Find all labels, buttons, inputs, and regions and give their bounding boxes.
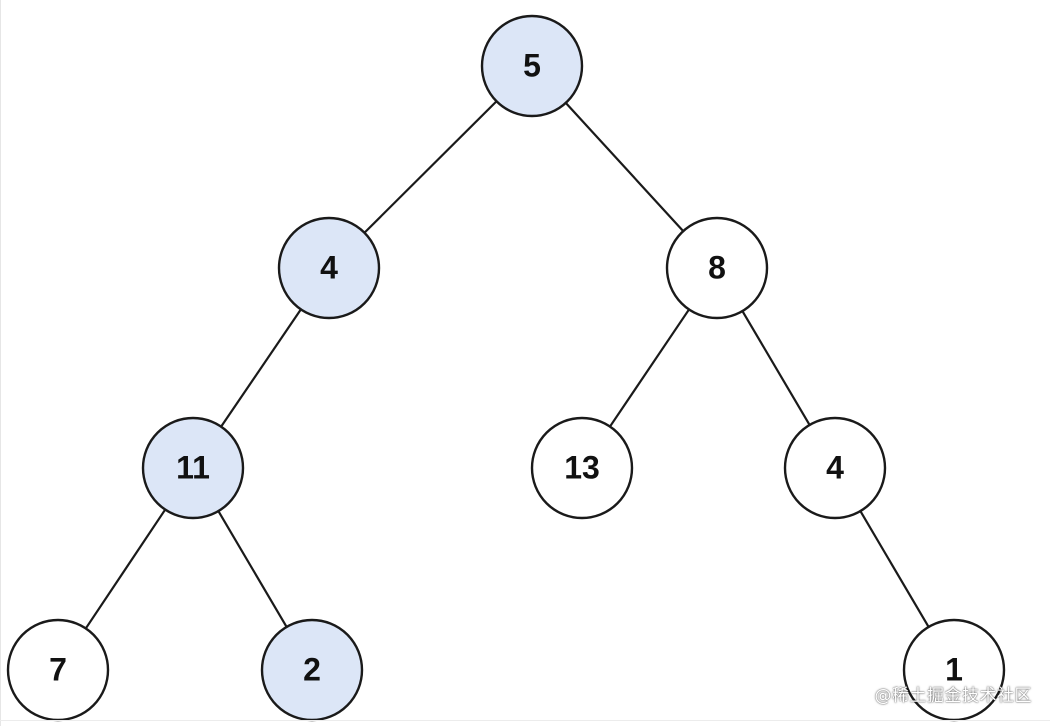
edge-n5-n4a	[363, 100, 498, 234]
tree-node-n8: 8	[665, 216, 769, 320]
node-circle	[783, 416, 887, 520]
node-label: 2	[303, 651, 321, 687]
node-label: 4	[320, 249, 338, 285]
edge-n11-n2	[217, 510, 288, 628]
edge-n5-n8	[564, 102, 685, 232]
bottom-divider	[0, 720, 1050, 721]
node-circle	[480, 14, 584, 118]
tree-node-n11: 11	[141, 416, 245, 520]
node-circle	[141, 416, 245, 520]
watermark-text: @稀土掘金技术社区	[874, 686, 1032, 706]
tree-node-n13: 13	[530, 416, 634, 520]
tree-node-n7: 7	[6, 618, 110, 722]
edge-n4b-n1	[859, 510, 930, 628]
left-border	[0, 0, 1, 726]
nodes-layer: 5 4 8 11 13 4 7 2 1	[6, 14, 1006, 722]
node-label: 1	[945, 651, 963, 687]
node-label: 13	[564, 449, 600, 485]
tree-node-n4a: 4	[277, 216, 381, 320]
node-label: 7	[49, 651, 67, 687]
node-label: 4	[826, 449, 844, 485]
tree-node-n4b: 4	[783, 416, 887, 520]
tree-node-n1: 1	[902, 618, 1006, 722]
node-circle	[277, 216, 381, 320]
node-circle	[665, 216, 769, 320]
tree-node-n5: 5	[480, 14, 584, 118]
node-label: 8	[708, 249, 726, 285]
edge-n8-n4b	[741, 310, 811, 426]
edge-n4a-n11	[220, 308, 302, 428]
edge-n11-n7	[84, 508, 167, 630]
tree-node-n2: 2	[260, 618, 364, 722]
edge-n8-n13	[609, 308, 690, 428]
node-circle	[530, 416, 634, 520]
edges-layer	[84, 100, 930, 630]
node-label: 11	[176, 449, 210, 485]
node-label: 5	[523, 47, 541, 83]
